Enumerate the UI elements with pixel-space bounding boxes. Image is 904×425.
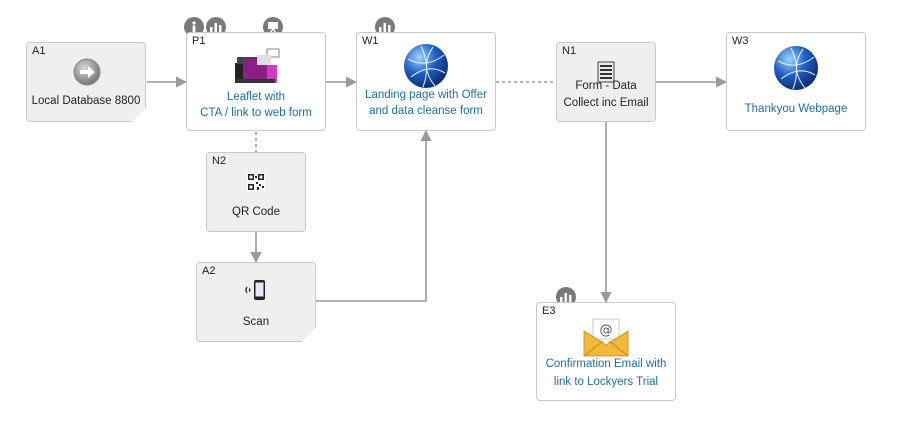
node-label-line2: CTA / link to web form bbox=[200, 107, 312, 119]
globe-icon bbox=[774, 46, 818, 90]
node-w1[interactable]: W1 Landing page with Offer and data clea… bbox=[356, 32, 496, 131]
node-id: A1 bbox=[32, 45, 46, 57]
node-id: E3 bbox=[542, 305, 556, 317]
form-document-icon bbox=[597, 61, 615, 83]
node-label-line2: and data cleanse form bbox=[369, 105, 483, 117]
arrow-right-circle-icon bbox=[73, 58, 101, 86]
node-label: Thankyou Webpage bbox=[744, 103, 848, 115]
node-e3[interactable]: E3 @ Confirmation Email with link to Loc… bbox=[536, 302, 676, 401]
printer-icon bbox=[235, 48, 280, 83]
svg-text:@: @ bbox=[600, 323, 613, 338]
node-label-line1: Leaflet with bbox=[226, 91, 286, 103]
email-envelope-icon: @ bbox=[583, 318, 629, 357]
node-id: N2 bbox=[212, 155, 227, 167]
node-id: W1 bbox=[362, 35, 379, 47]
node-label-line1: Form - Data bbox=[575, 80, 637, 92]
node-id: N1 bbox=[562, 45, 577, 57]
node-id: W3 bbox=[732, 35, 749, 47]
node-n2[interactable]: N2 QR Code bbox=[206, 152, 306, 232]
node-a2[interactable]: A2 Scan bbox=[196, 262, 316, 342]
node-label: Scan bbox=[242, 316, 270, 328]
node-p1[interactable]: P1 Leaflet with CTA / link to web form bbox=[186, 32, 326, 131]
node-id: A2 bbox=[202, 265, 216, 277]
node-id: P1 bbox=[192, 35, 206, 47]
qr-code-icon bbox=[247, 173, 265, 191]
node-label-line1: Confirmation Email with bbox=[545, 358, 667, 370]
node-n1[interactable]: N1 Form - Data Collect inc Email bbox=[556, 42, 656, 122]
connector-a2-w1[interactable] bbox=[316, 129, 432, 302]
mobile-scan-icon bbox=[245, 280, 265, 300]
node-label-line1: Landing page with Offer bbox=[365, 89, 487, 101]
globe-icon bbox=[404, 44, 448, 88]
node-label-line2: Collect inc Email bbox=[563, 97, 649, 109]
node-label: Local Database 8800 bbox=[31, 95, 141, 107]
node-label: QR Code bbox=[232, 206, 280, 218]
node-w3[interactable]: W3 Thankyou Webpage bbox=[726, 32, 866, 131]
node-label-line2: link to Lockyers Trial bbox=[553, 376, 659, 388]
node-a1[interactable]: A1 Local Database 8800 bbox=[26, 42, 146, 122]
